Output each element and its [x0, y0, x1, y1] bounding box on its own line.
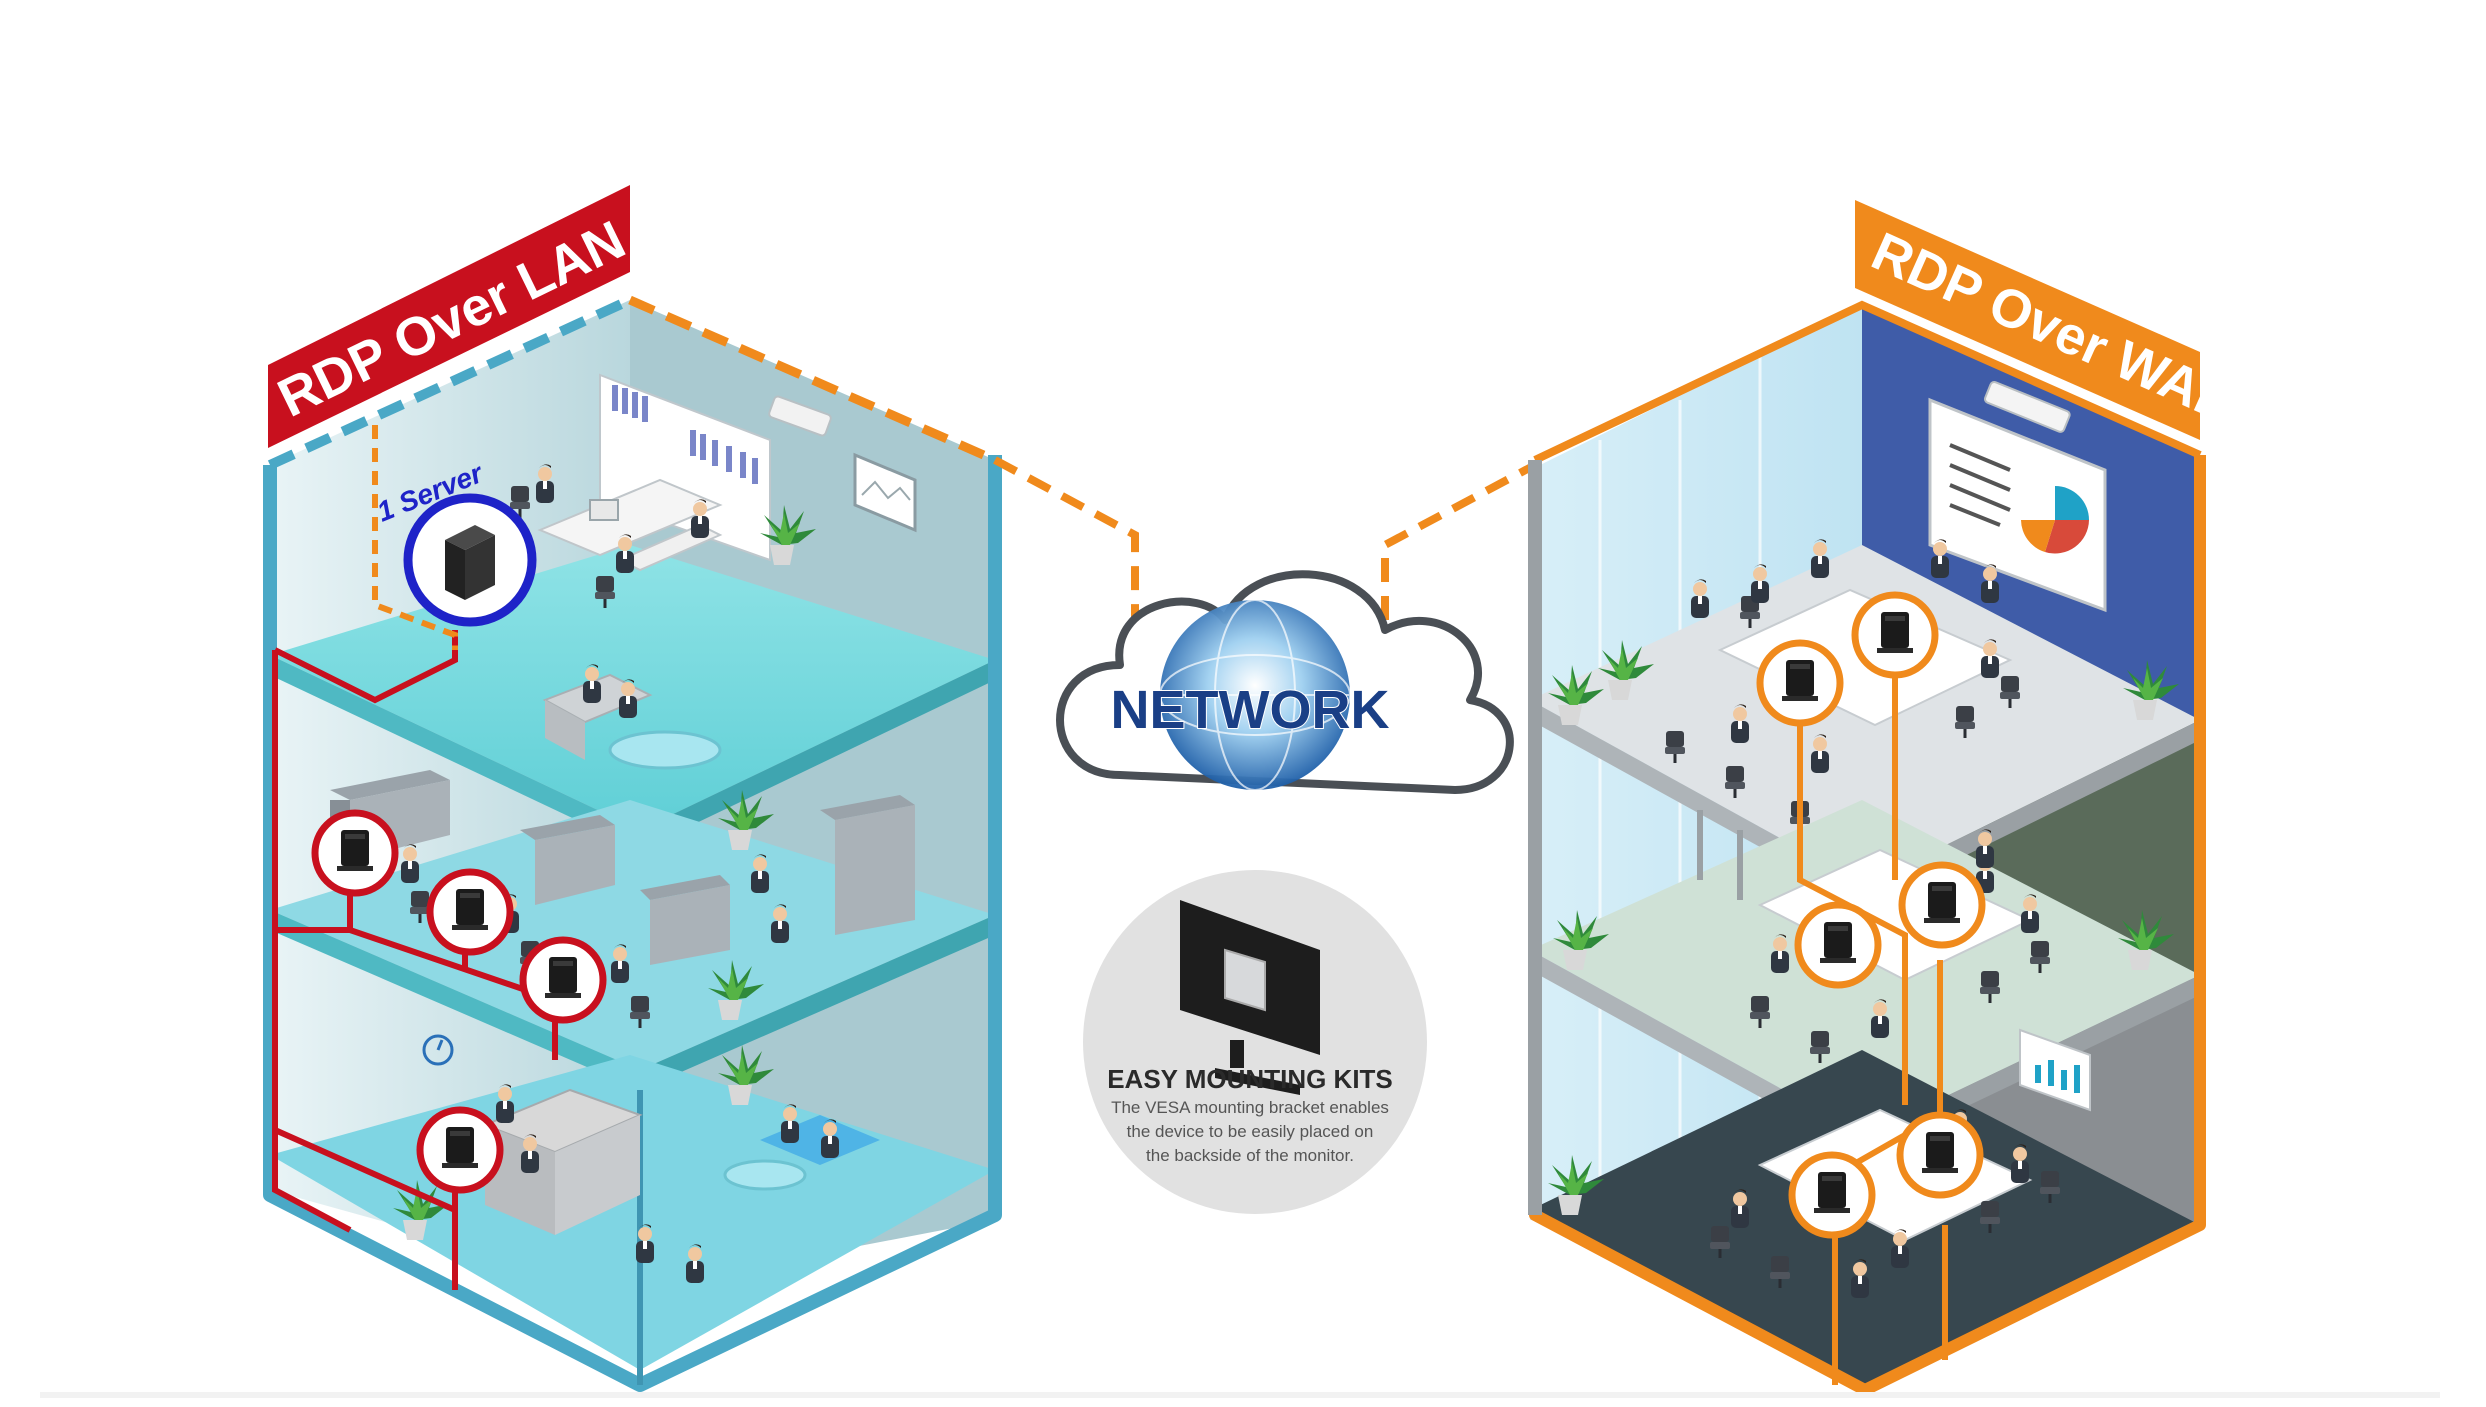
network-cloud: NETWORK	[1056, 570, 1514, 794]
network-label: NETWORK	[1111, 680, 1390, 740]
mounting-description-line: The VESA mounting bracket enables	[1111, 1098, 1389, 1117]
mounting-description-line: the backside of the monitor.	[1146, 1146, 1354, 1165]
wan-building: RDP Over WAN	[1528, 200, 2246, 1396]
wan-client-badge	[1756, 639, 1844, 727]
lan-building: 1 Server RDP Over LAN	[263, 185, 1002, 1392]
mounting-kit-panel: EASY MOUNTING KITS The VESA mounting bra…	[1083, 870, 1427, 1214]
lan-client-badge	[416, 1106, 504, 1194]
wan-client-badge	[1788, 1151, 1876, 1239]
wan-client-badge	[1851, 591, 1939, 679]
mounting-description-line: the device to be easily placed on	[1127, 1122, 1374, 1141]
wan-client-badge	[1896, 1111, 1984, 1199]
wan-client-badge	[1898, 861, 1986, 949]
monitor-icon	[1180, 900, 1320, 1095]
lan-server-badge	[403, 493, 537, 627]
lan-client-badge	[426, 868, 514, 956]
wan-client-badge	[1794, 901, 1882, 989]
wan-presentation-board	[1928, 397, 2107, 613]
lan-client-badge	[519, 936, 607, 1024]
lan-wall-picture	[853, 452, 917, 533]
mounting-title: EASY MOUNTING KITS	[1107, 1064, 1393, 1094]
network-connector	[993, 456, 1537, 620]
wan-wall-chart	[2019, 1028, 2091, 1112]
lan-cubicles	[330, 770, 915, 965]
lan-client-badge	[311, 809, 399, 897]
lan-floor-middle	[270, 800, 995, 1070]
